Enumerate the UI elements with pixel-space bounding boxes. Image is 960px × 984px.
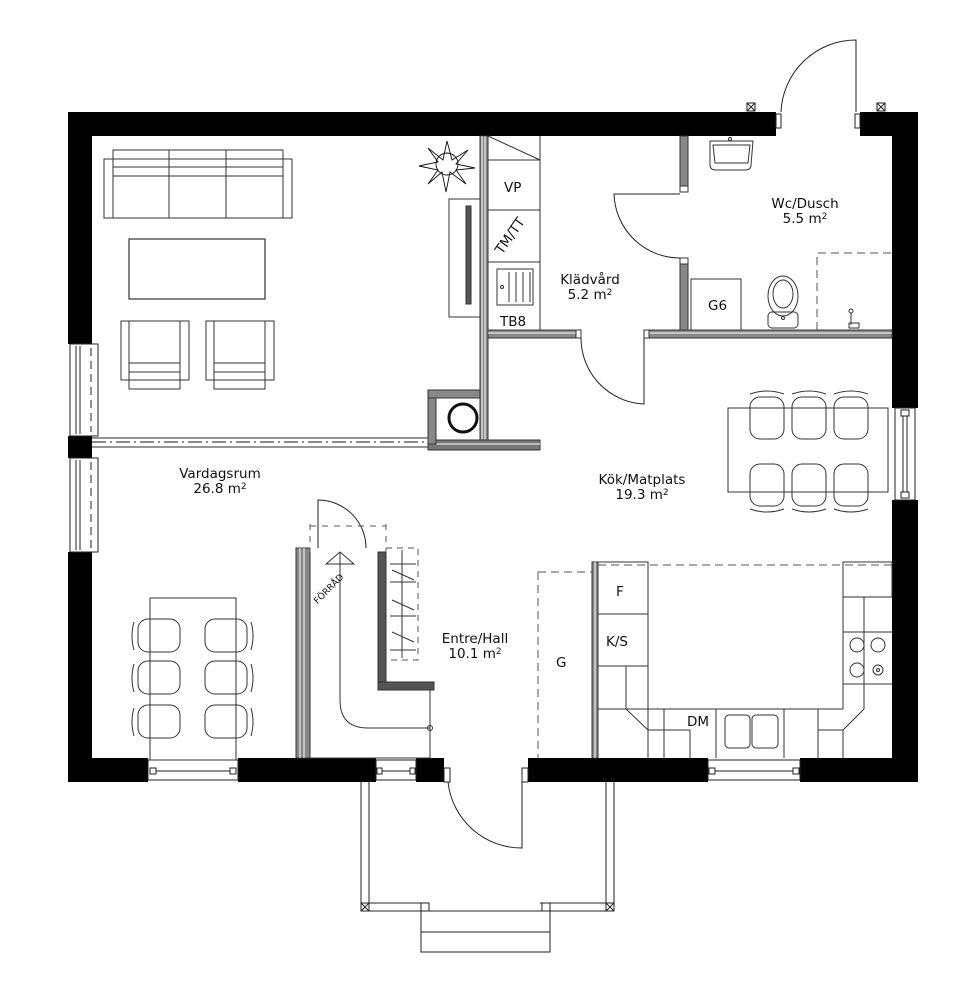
room-area: 5.5 m2: [750, 212, 860, 227]
area-exponent: 2: [662, 488, 669, 498]
armchairs: [120, 320, 275, 390]
room-area: 26.8 m2: [160, 482, 280, 497]
room-label-entre: Entre/Hall 10.1 m2: [425, 632, 525, 662]
fixture-vp: VP: [504, 180, 522, 196]
area-exponent: 2: [240, 482, 247, 492]
room-name: Wc/Dusch: [771, 196, 839, 212]
interior-walls: [295, 135, 893, 759]
tv-unit: [448, 198, 481, 318]
storage-forrad: [309, 524, 433, 759]
area-exponent: 2: [495, 647, 502, 657]
exterior-walls: [68, 112, 918, 782]
vent-markers: [360, 102, 886, 912]
kitchen-units: [537, 561, 893, 758]
area-unit: m: [649, 487, 663, 503]
fixture-fridge: F: [616, 584, 624, 600]
room-name: Kök/Matplats: [598, 472, 686, 488]
wc-fixtures: [690, 137, 892, 331]
dining-table-west: [131, 597, 254, 761]
area-exponent: 2: [821, 212, 828, 222]
area-value: 19.3: [615, 487, 646, 503]
room-name: Entre/Hall: [441, 631, 509, 647]
fixture-wardrobe-g: G: [556, 655, 567, 671]
room-label-kok: Kök/Matplats 19.3 m2: [580, 473, 704, 503]
porch: [360, 782, 615, 953]
area-unit: m: [593, 287, 607, 303]
area-value: 10.1: [448, 646, 479, 662]
room-area: 5.2 m2: [545, 288, 635, 303]
fixture-tb8: TB8: [500, 314, 527, 330]
area-value: 26.8: [193, 481, 224, 497]
area-unit: m: [227, 481, 241, 497]
fixture-freezer: K/S: [606, 634, 628, 650]
room-label-vardagsrum: Vardagsrum 26.8 m2: [160, 467, 280, 497]
fixture-g6: G6: [708, 298, 728, 314]
room-label-wc: Wc/Dusch 5.5 m2: [750, 197, 860, 227]
room-name: Vardagsrum: [179, 466, 261, 482]
room-area: 10.1 m2: [425, 647, 525, 662]
windows: [69, 343, 916, 781]
room-name: Klädvård: [560, 272, 620, 288]
room-area: 19.3 m2: [580, 488, 704, 503]
room-label-kladvard: Klädvård 5.2 m2: [545, 273, 635, 303]
sofa: [103, 149, 293, 219]
fireplace: [447, 402, 479, 434]
coffee-table: [128, 238, 266, 300]
laundry-cabinets: [487, 135, 541, 330]
fixture-dishwasher: DM: [687, 714, 710, 730]
doors: [317, 39, 861, 849]
area-value: 5.2: [567, 287, 590, 303]
area-unit: m: [482, 646, 496, 662]
area-value: 5.5: [782, 211, 805, 227]
dining-table-east: [727, 390, 889, 513]
area-exponent: 2: [606, 288, 613, 298]
area-unit: m: [808, 211, 822, 227]
plant: [418, 140, 476, 193]
